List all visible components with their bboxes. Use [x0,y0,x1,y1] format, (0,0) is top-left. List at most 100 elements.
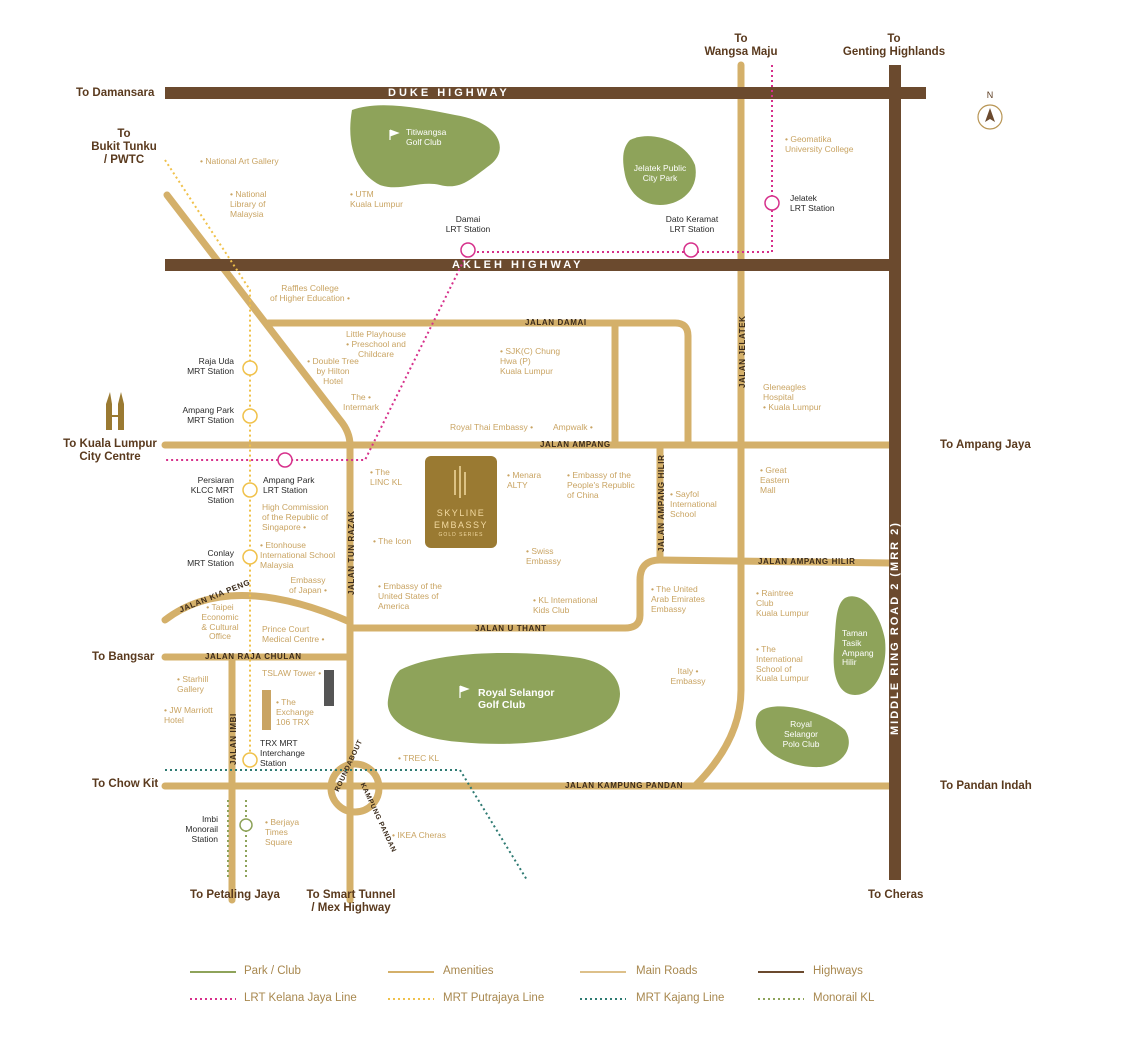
station-label-conlay: Conlay MRT Station [187,548,234,568]
poi-prince-court: Prince Court Medical Centre • [262,624,325,644]
direction-bukit-tunku: To Bukit Tunku / PWTC [91,128,157,167]
legend-label-monorail: Monorail KL [813,992,875,1004]
station-label-jelatek: Jelatek LRT Station [790,193,835,213]
jelatek-public-city-park [623,136,696,205]
poi-raffles: Raffles College of Higher Education • [270,283,350,303]
direction-chow-kit: To Chow Kit [92,778,159,790]
station-label-raja-uda: Raja Uda MRT Station [187,356,234,376]
monorail-station-icon [239,818,253,832]
royal-selangor-polo-club [755,706,849,768]
poi-the-icon: • The Icon [373,536,412,546]
station-label-trx: TRX MRT Interchange Station [260,738,305,768]
direction-ampang-jaya: To Ampang Jaya [940,439,1031,451]
road-jalan-kia-peng [161,592,354,626]
mrt-station-icon [242,408,258,424]
poi-sayfol: • Sayfol International School [670,489,717,519]
tslaw-tower-icon [324,670,334,706]
mrt-station-icon [242,549,258,565]
direction-damansara: To Damansara [76,87,155,99]
station-markers [239,195,780,832]
poi-intl-school-kl: • The International School of Kuala Lump… [756,644,809,684]
direction-genting: To Genting Highlands [842,33,946,59]
poi-singapore-high-commission: High Commission of the Republic of Singa… [262,502,329,532]
mrt-station-icon [242,360,258,376]
direction-bangsar: To Bangsar [92,651,155,663]
lrt-station-icon [764,195,780,211]
legend-label-mrt-putrajaya: MRT Putrajaya Line [443,992,545,1004]
road-label-jalan-tun-razak: JALAN TUN RAZAK [347,510,356,595]
poi-ikea-cheras: • IKEA Cheras [392,830,447,840]
direction-wangsa-maju: To Wangsa Maju [704,33,778,59]
poi-kl-intl-kids-club: • KL International Kids Club [533,595,598,615]
station-label-persiaran-klcc: Persiaran KLCC MRT Station [190,475,234,505]
compass-arrow-icon [985,108,995,122]
landmarks [106,104,1003,730]
legend-label-mrt-kajang: MRT Kajang Line [636,992,725,1004]
poi-uae-embassy: • The United Arab Emirates Embassy [651,584,705,614]
mrt-kajang-line [165,769,528,881]
highways [165,65,926,880]
road-label-jalan-imbi: JALAN IMBI [229,713,238,765]
poi-sjkc: • SJK(C) Chung Hwa (P) Kuala Lumpur [500,346,561,376]
road-label-jalan-ampang: JALAN AMPANG [540,440,611,449]
brand-line3: GOLD SERIES [438,532,484,538]
mrt-kajang-path [165,769,528,881]
taman-tasik-ampang-hilir [833,596,886,695]
direction-cheras: To Cheras [868,889,924,901]
main-roads [161,61,896,904]
duke-highway-label: DUKE HIGHWAY [388,87,510,99]
mrr2-label: MIDDLE RING ROAD 2 (MRR 2) [889,521,901,735]
legend-label-main-roads: Main Roads [636,965,698,977]
legend-label-park: Park / Club [244,965,301,977]
titiwangsa-golf-club [350,105,500,188]
lrt-station-icon [460,242,476,258]
parks [350,105,886,768]
skyline-embassy-box [425,456,497,548]
park-label-taman-tasik: Taman Tasik Ampang Hilir [842,628,874,668]
mrt-station-icon [242,482,258,498]
brand-line2: EMBASSY [433,520,488,530]
compass-north-label: N [986,90,994,100]
brand-line1: SKYLINE [436,508,486,518]
road-label-jalan-damai: JALAN DAMAI [525,318,587,327]
direction-klcc: To Kuala Lumpur City Centre [63,438,157,464]
poi-jw-marriott: • JW Marriott Hotel [164,705,213,725]
road-jalan-jelatek [691,61,745,790]
lrt-station-icon [683,242,699,258]
road-label-jalan-u-thant: JALAN U THANT [475,624,547,633]
station-label-dato-keramat: Dato Keramat LRT Station [665,214,719,234]
park-label-royal-selangor-golf: Royal Selangor Golf Club [478,687,555,712]
poi-china-embassy: • Embassy of the People's Republic of Ch… [567,470,635,500]
road-label-jalan-jelatek: JALAN JELATEK [738,315,747,388]
poi-starhill: • Starhill Gallery [177,674,209,694]
poi-menara-alty: • Menara ALTY [507,470,542,490]
poi-geomatika: • Geomatika University College [785,134,854,154]
station-label-ampang-park-mrt: Ampang Park MRT Station [182,405,235,425]
road-label-jalan-kampung-pandan: JALAN KAMPUNG PANDAN [565,781,684,790]
direction-smart-tunnel: To Smart Tunnel / Mex Highway [306,889,396,915]
road-jalan-ampang-hilir-h [346,556,896,632]
poi-ampwalk: Ampwalk • [553,422,593,432]
lrt-station-icon [277,452,293,468]
skyline-embassy-logo-icon [454,466,466,498]
road-jalan-tun-razak [163,191,354,904]
golf-flag-icon [459,685,470,698]
poi-royal-thai-embassy: Royal Thai Embassy • [450,422,534,432]
park-label-titiwangsa: Titiwangsa Golf Club [406,127,447,147]
poi-etonhouse: • Etonhouse International School Malaysi… [260,540,336,570]
petronas-towers-icon [106,392,124,430]
road-jalan-damai [264,319,692,449]
roundabout [327,760,383,816]
legend-swatches [190,971,804,1000]
poi-little-playhouse: Little Playhouse • Preschool and Childca… [345,329,406,359]
mrt-putrajaya-path [164,159,251,765]
poi-linc: • The LINC KL [370,467,403,487]
poi-national-library: • National Library of Malaysia [230,189,267,219]
poi-usa-embassy: • Embassy of the United States of Americ… [378,581,442,611]
poi-national-art-gallery: • National Art Gallery [200,156,279,166]
poi-exchange-106: • The Exchange 106 TRX [276,697,314,727]
legend-label-amenities: Amenities [443,965,494,977]
legend-label-lrt: LRT Kelana Jaya Line [244,992,357,1004]
compass-icon [977,104,1003,130]
